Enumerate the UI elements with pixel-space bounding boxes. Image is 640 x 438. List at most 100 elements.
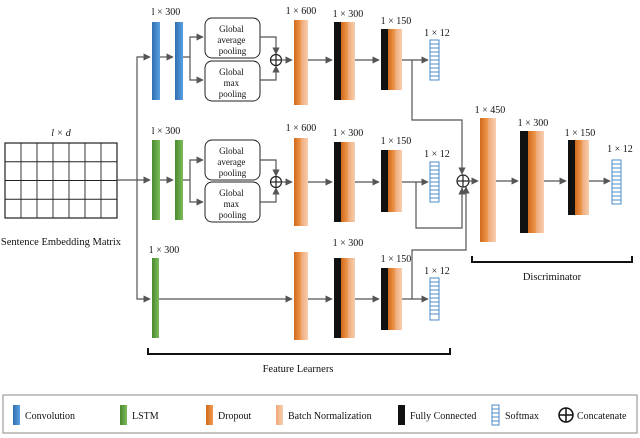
- b3-dim-12: 1 × 12: [424, 266, 450, 277]
- sentence-embedding-matrix: [4, 142, 118, 219]
- concat-icon: [456, 174, 470, 188]
- pool-max-line2: max: [224, 199, 240, 209]
- fully-connected-layer: [520, 131, 528, 233]
- legend-dropout: Dropout: [218, 411, 252, 422]
- fully-connected-layer: [381, 150, 388, 212]
- fully-connected-layer: [381, 268, 388, 330]
- pool-avg-line3: pooling: [219, 46, 247, 56]
- dropout-layer: [294, 20, 301, 105]
- feature-learners-bracket: [147, 348, 451, 355]
- b1-conv-dim: l × 300: [152, 7, 180, 18]
- legend-concatenate: Concatenate: [577, 411, 627, 422]
- branch-lstm: Global average pooling Global max poolin…: [152, 138, 440, 226]
- b1-dim-300: 1 × 300: [333, 9, 364, 20]
- batchnorm-layer: [301, 20, 308, 105]
- batchnorm-layer: [301, 252, 308, 340]
- batchnorm-layer: [348, 22, 355, 100]
- pool-max-line3: pooling: [219, 89, 247, 99]
- pool-max-line1: Global: [219, 67, 244, 77]
- svg-text:Global max pooling: Global max pooling: [219, 67, 247, 99]
- legend: Convolution LSTM Dropout Batch Normaliza…: [2, 394, 638, 434]
- batchnorm-layer: [395, 150, 402, 212]
- global-average-pooling-box: [204, 17, 261, 59]
- input-dim-label: l × d: [51, 128, 72, 139]
- legend-batch-norm: Batch Normalization: [288, 411, 372, 422]
- b1-dim-12: 1 × 12: [424, 28, 450, 39]
- conv-layer-1: [152, 22, 160, 100]
- b1-dim-150: 1 × 150: [381, 16, 412, 27]
- dropout-layer: [388, 150, 395, 212]
- b2-lstm-dim: l × 300: [152, 126, 180, 137]
- input-caption: Sentence Embedding Matrix: [1, 237, 122, 248]
- lstm-layer-2: [175, 140, 183, 220]
- dropout-layer: [480, 118, 488, 242]
- concat-icon: [269, 175, 283, 189]
- batchnorm-layer: [582, 140, 589, 215]
- disc-dim-150: 1 × 150: [565, 128, 596, 139]
- fully-connected-layer: [334, 142, 341, 222]
- pool-avg-line1: Global: [219, 146, 244, 156]
- batchnorm-layer: [395, 268, 402, 330]
- legend-lstm-swatch: [120, 405, 127, 425]
- b2-dim-150: 1 × 150: [381, 136, 412, 147]
- batchnorm-layer: [488, 118, 496, 242]
- dropout-layer: [341, 258, 348, 338]
- legend-convolution-swatch: [13, 405, 20, 425]
- global-max-pooling-box: [204, 60, 261, 102]
- fully-connected-layer: [568, 140, 575, 215]
- b2-dim-300: 1 × 300: [333, 128, 364, 139]
- merge-connectors: [411, 60, 470, 299]
- disc-dim-12: 1 × 12: [607, 144, 633, 155]
- softmax-layer: [429, 277, 440, 321]
- lstm-layer: [152, 258, 159, 338]
- conv-layer-2: [175, 22, 183, 100]
- softmax-layer: [429, 39, 440, 81]
- pool-avg-line2: average: [217, 35, 245, 45]
- legend-softmax: Softmax: [505, 411, 539, 422]
- input-connectors: [117, 53, 151, 303]
- batchnorm-layer: [348, 142, 355, 222]
- legend-fully-connected-swatch: [398, 405, 405, 425]
- dropout-layer: [575, 140, 582, 215]
- legend-batch-norm-swatch: [276, 405, 283, 425]
- discriminator: [480, 118, 622, 242]
- dropout-layer: [528, 131, 536, 233]
- dropout-layer: [341, 142, 348, 222]
- dropout-layer: [294, 252, 301, 340]
- pool-avg-line2: average: [217, 157, 245, 167]
- b3-dim-in: 1 × 300: [149, 245, 180, 256]
- pool-max-line1: Global: [219, 188, 244, 198]
- branch-direct: [152, 252, 440, 340]
- b3-dim-150: 1 × 150: [381, 254, 412, 265]
- batchnorm-layer: [395, 29, 402, 90]
- svg-text:Global average poo: Global average pooling: [217, 24, 247, 56]
- fully-connected-layer: [334, 22, 341, 100]
- pool-max-line3: pooling: [219, 210, 247, 220]
- batchnorm-layer: [348, 258, 355, 338]
- svg-text:Global max pooling: Global max pooling: [219, 188, 247, 220]
- discriminator-bracket: [471, 256, 633, 263]
- lstm-layer-1: [152, 140, 160, 220]
- fully-connected-layer: [381, 29, 388, 90]
- batchnorm-layer: [301, 138, 308, 226]
- feature-learners-caption: Feature Learners: [263, 364, 334, 375]
- branch-convolution: Global average pooling Global max poolin…: [152, 17, 440, 105]
- pool-avg-line3: pooling: [219, 168, 247, 178]
- b1-dim-600: 1 × 600: [286, 6, 317, 17]
- pool-avg-line1: Global: [219, 24, 244, 34]
- svg-text:Global average poo: Global average pooling: [217, 146, 247, 178]
- disc-dim-450: 1 × 450: [475, 105, 506, 116]
- discriminator-caption: Discriminator: [523, 272, 582, 283]
- legend-dropout-swatch: [206, 405, 213, 425]
- concat-icon: [269, 53, 283, 67]
- legend-concatenate-icon: [558, 407, 574, 423]
- b2-dim-12: 1 × 12: [424, 149, 450, 160]
- dropout-layer: [341, 22, 348, 100]
- disc-dim-300: 1 × 300: [518, 118, 549, 129]
- b3-dim-300: 1 × 300: [333, 238, 364, 249]
- dropout-layer: [388, 29, 395, 90]
- pool-max-line2: max: [224, 78, 240, 88]
- legend-lstm: LSTM: [132, 411, 159, 422]
- legend-convolution: Convolution: [25, 411, 75, 422]
